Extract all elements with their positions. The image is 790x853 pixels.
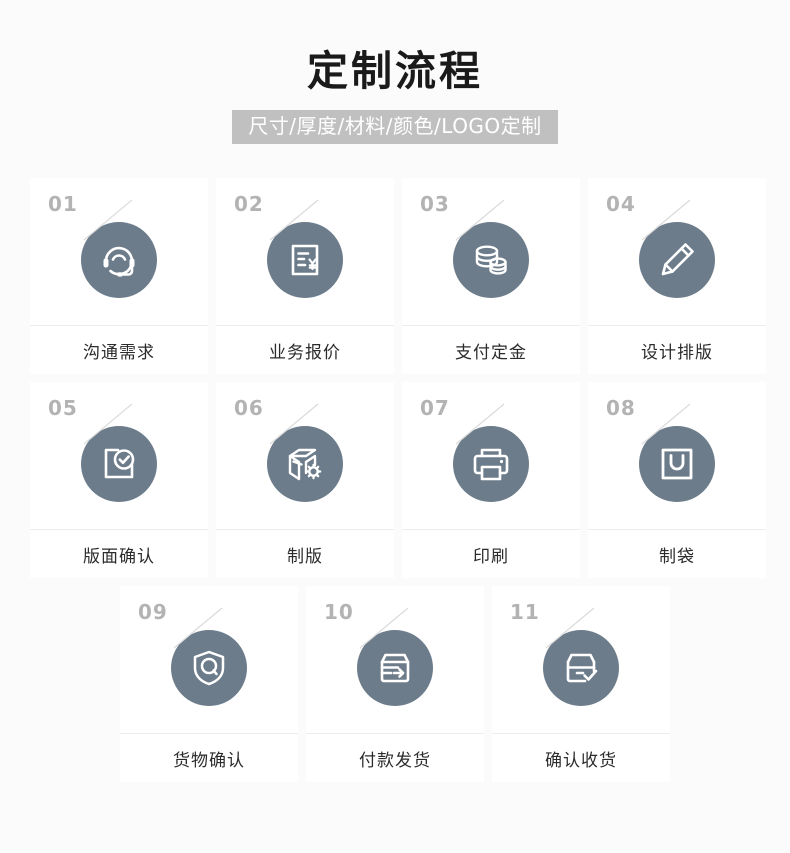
box-check-icon — [543, 629, 619, 706]
shopping-bag-icon — [639, 425, 715, 502]
card-label: 沟通需求 — [30, 325, 208, 374]
box-shipping-arrow-icon — [357, 629, 433, 706]
card-number: 09 — [138, 600, 168, 625]
card-number: 05 — [48, 396, 78, 421]
page-header: 定制流程 尺寸/厚度/材料/颜色/LOGO定制 — [0, 0, 790, 145]
process-card[interactable]: 07 印刷 — [402, 382, 580, 579]
card-label: 制版 — [216, 529, 394, 578]
process-card[interactable]: 01 沟通需求 — [30, 178, 208, 375]
card-label: 版面确认 — [30, 529, 208, 578]
card-number: 08 — [606, 396, 636, 421]
card-label: 支付定金 — [402, 325, 580, 374]
card-number: 10 — [324, 600, 354, 625]
card-number: 02 — [234, 192, 264, 217]
card-number: 03 — [420, 192, 450, 217]
card-number: 11 — [510, 600, 540, 625]
card-label: 确认收货 — [492, 733, 670, 782]
subtitle-container: 尺寸/厚度/材料/颜色/LOGO定制 — [0, 110, 790, 145]
card-label: 制袋 — [588, 529, 766, 578]
card-number: 06 — [234, 396, 264, 421]
printer-icon — [453, 425, 529, 502]
process-row-2: 05 版面确认 06 — [30, 382, 766, 579]
process-card[interactable]: 05 版面确认 — [30, 382, 208, 579]
card-label: 业务报价 — [216, 325, 394, 374]
process-card[interactable]: 10 付款发货 — [306, 586, 484, 783]
card-number: 07 — [420, 396, 450, 421]
box-gear-icon — [267, 425, 343, 502]
card-label: 印刷 — [402, 529, 580, 578]
process-card[interactable]: 02 — [216, 178, 394, 375]
process-card[interactable]: 06 — [216, 382, 394, 579]
card-label: 货物确认 — [120, 733, 298, 782]
coin-stack-icon — [453, 221, 529, 298]
process-row-3: 09 货物确认 10 — [30, 586, 760, 783]
shield-quality-icon — [171, 629, 247, 706]
invoice-yuan-icon — [267, 221, 343, 298]
process-row-1: 01 沟通需求 — [30, 178, 766, 375]
document-check-icon — [81, 425, 157, 502]
card-label: 设计排版 — [588, 325, 766, 374]
card-label: 付款发货 — [306, 733, 484, 782]
process-card[interactable]: 11 确认收货 — [492, 586, 670, 783]
headset-icon — [81, 221, 157, 298]
card-number: 04 — [606, 192, 636, 217]
subtitle-banner: 尺寸/厚度/材料/颜色/LOGO定制 — [232, 110, 558, 145]
page-title: 定制流程 — [307, 47, 483, 95]
card-number: 01 — [48, 192, 78, 217]
pencil-icon — [639, 221, 715, 298]
process-card[interactable]: 04 设计排版 — [588, 178, 766, 375]
process-card[interactable]: 03 支付定金 — [402, 178, 580, 375]
process-grid: 01 沟通需求 — [0, 178, 790, 783]
process-card[interactable]: 08 制袋 — [588, 382, 766, 579]
process-card[interactable]: 09 货物确认 — [120, 586, 298, 783]
